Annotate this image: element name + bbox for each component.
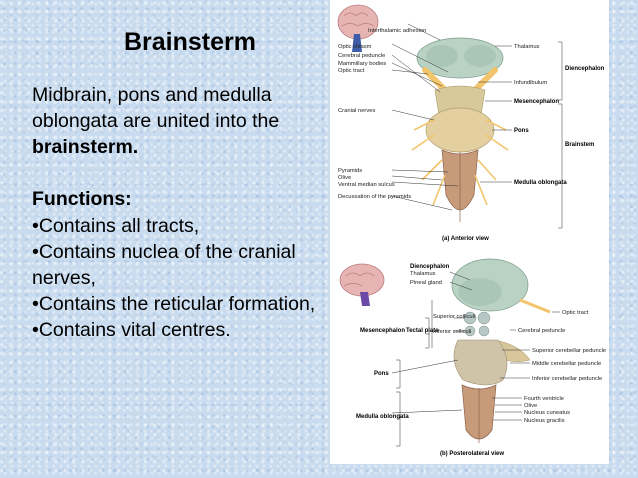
label-pons-b: Pons: [374, 371, 389, 377]
function-item: •Contains the reticular formation,: [32, 292, 316, 315]
label-mesencephalon-b: Mesencephalon: [360, 328, 405, 334]
intro-paragraph: Midbrain, pons and medulla oblongata are…: [32, 82, 322, 160]
label-infundibulum: Infundibulum: [514, 80, 547, 86]
function-item: •Contains all tracts,: [32, 214, 200, 237]
label-pineal-gland: Pineal gland: [410, 280, 442, 286]
label-diencephalon: Diencephalon: [410, 264, 450, 270]
brain-icon-posterolateral: [339, 263, 385, 306]
label-nucleus-cuneatus: Nucleus cuneatus: [524, 410, 570, 416]
label-olive-b: Olive: [524, 403, 537, 409]
function-item: •Contains nuclea of the cranial nerves,: [32, 240, 296, 289]
label-tectal-plate: Tectal plate: [406, 328, 439, 334]
label-ventral-median-sulcus: Ventral median sulcus: [338, 182, 395, 188]
label-inferior-cerebellar-peduncle: Inferior cerebellar peduncle: [532, 376, 602, 382]
intro-bold-term: brainsterm.: [32, 136, 139, 159]
posterolateral-view: Diencephalon Thalamus Pineal gland Mesen…: [339, 258, 606, 457]
label-superior-cerebellar-peduncle: Superior cerebellar peduncle: [532, 348, 606, 354]
caption-anterior-view: (a) Anterior view: [442, 236, 489, 242]
label-olive: Olive: [338, 175, 351, 181]
body-text: Midbrain, pons and medulla oblongata are…: [32, 82, 322, 343]
label-thalamus: Thalamus: [514, 44, 540, 50]
label-nucleus-gracilis: Nucleus gracilis: [524, 418, 565, 424]
label-pons: Pons: [514, 128, 529, 134]
label-cranial-nerves: Cranial nerves: [338, 108, 375, 114]
label-optic-tract: Optic tract: [338, 68, 365, 74]
label-mesencephalon: Mesencephalon: [514, 99, 559, 105]
label-medulla-oblongata-b: Medulla oblongata: [356, 414, 409, 420]
label-optic-chiasm: Optic chiasm: [338, 44, 372, 50]
label-diencephalon-bracket: Diencephalon: [565, 66, 605, 72]
label-cerebral-peduncle: Cerebral peduncle: [338, 53, 385, 59]
label-inferior-colliculi: Inferior colliculi: [433, 329, 471, 335]
brainstem-illustration: Interthalamic adhesion Optic chiasm Cere…: [337, 4, 606, 457]
label-mammillary-bodies: Mammillary bodies: [338, 61, 386, 67]
caption-posterolateral-view: (b) Posterolateral view: [440, 451, 504, 457]
anterior-view: Interthalamic adhesion Optic chiasm Cere…: [337, 4, 605, 242]
label-interthalamic-adhesion: Interthalamic adhesion: [368, 28, 426, 34]
label-pyramids: Pyramids: [338, 168, 362, 174]
label-middle-cerebellar-peduncle: Middle cerebellar peduncle: [532, 361, 601, 367]
label-optic-tract-b: Optic tract: [562, 310, 589, 316]
label-superior-colliculi: Superior colliculi: [433, 314, 475, 320]
brain-icon-anterior: [337, 4, 379, 52]
label-medulla-oblongata: Medulla oblongata: [514, 180, 567, 186]
function-item: •Contains vital centres.: [32, 319, 231, 341]
spacer: [32, 160, 322, 186]
intro-text: Midbrain, pons and medulla oblongata are…: [32, 84, 280, 133]
label-brainstem-bracket: Brainstem: [565, 142, 594, 148]
functions-heading: Functions:: [32, 188, 132, 211]
label-decussation-pyramids: Decussation of the pyramids: [338, 194, 411, 200]
label-fourth-ventricle: Fourth ventricle: [524, 396, 564, 402]
label-cerebral-peduncle-b: Cerebral peduncle: [518, 328, 565, 334]
slide-title: Brainsterm: [124, 28, 256, 56]
label-thalamus-b: Thalamus: [410, 271, 436, 277]
brainstem-figure-panel: Interthalamic adhesion Optic chiasm Cere…: [330, 0, 609, 464]
